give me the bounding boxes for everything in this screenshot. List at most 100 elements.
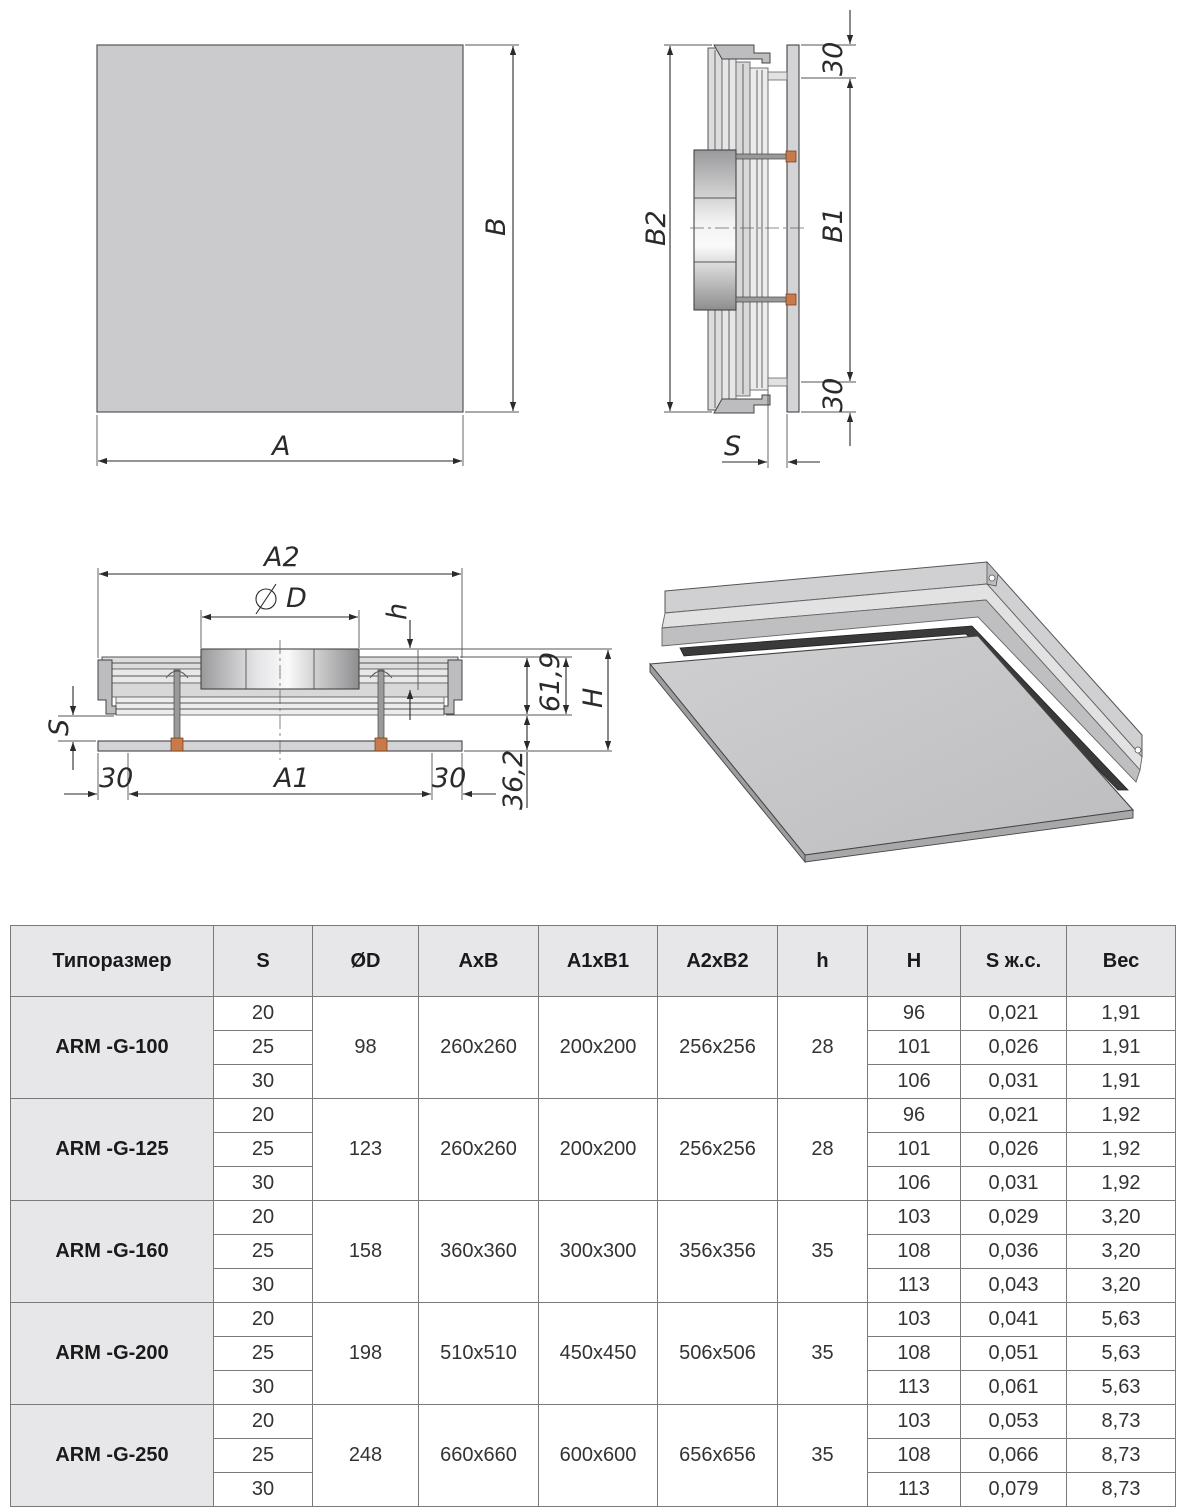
- weight-cell: 8,73: [1066, 1472, 1176, 1507]
- table-row: ARM -G-100 20 98 260x260 200x200 256x256…: [10, 996, 1176, 1099]
- dim-label-d: D: [286, 583, 307, 614]
- a1xb1-cell: 200x200: [538, 1098, 658, 1201]
- s-cell: 20: [213, 1200, 313, 1235]
- free-area-cell: 0,061: [960, 1370, 1067, 1405]
- h-large-cell: 96: [867, 1098, 961, 1133]
- s-cell: 25: [213, 1438, 313, 1473]
- diameter-cell: 158: [312, 1200, 419, 1303]
- s-cell: 30: [213, 1064, 313, 1099]
- table-row: 25 108 0,036 3,20: [11, 1234, 1176, 1269]
- s-cell: 25: [213, 1132, 313, 1167]
- table-row: ARM -G-125 20 123 260x260 200x200 256x25…: [10, 1098, 1176, 1201]
- header-s: S: [213, 925, 313, 997]
- h-large-cell: 108: [867, 1336, 961, 1371]
- spec-table: Типоразмер S ØD AxB A1xB1 A2xB2 h H S ж.…: [10, 925, 1176, 1507]
- h-large-cell: 108: [867, 1438, 961, 1473]
- header-weight: Вес: [1066, 925, 1176, 997]
- h-large-cell: 103: [867, 1404, 961, 1439]
- dim-label-a: A: [270, 431, 290, 462]
- weight-cell: 1,92: [1066, 1132, 1176, 1167]
- weight-cell: 1,91: [1066, 996, 1176, 1031]
- h-large-cell: 113: [867, 1370, 961, 1405]
- technical-drawing: A B B2: [44, 10, 1143, 864]
- free-area-cell: 0,021: [960, 1098, 1067, 1133]
- dim-label-s-side: S: [724, 431, 741, 462]
- h-small-cell: 35: [777, 1200, 868, 1303]
- s-cell: 25: [213, 1234, 313, 1269]
- table-row: 25 108 0,066 8,73: [11, 1438, 1176, 1473]
- dim-label-b2: B2: [641, 210, 672, 246]
- weight-cell: 8,73: [1066, 1404, 1176, 1439]
- weight-cell: 3,20: [1066, 1200, 1176, 1235]
- front-view: A B: [96, 44, 519, 466]
- dim-label-61-9: 61,9: [535, 652, 566, 712]
- h-large-cell: 113: [867, 1472, 961, 1507]
- dim-label-top-30: 30: [818, 42, 849, 76]
- free-area-cell: 0,053: [960, 1404, 1067, 1439]
- table-row: 25 101 0,026 1,91: [11, 1030, 1176, 1065]
- free-area-cell: 0,066: [960, 1438, 1067, 1473]
- side-view: B2 30 B1 30 S: [641, 10, 856, 468]
- h-large-cell: 108: [867, 1234, 961, 1269]
- model-cell: ARM -G-100: [10, 996, 214, 1099]
- axb-cell: 360x360: [418, 1200, 539, 1303]
- s-cell: 30: [213, 1472, 313, 1507]
- a2xb2-cell: 256x256: [657, 996, 778, 1099]
- axb-cell: 660x660: [418, 1404, 539, 1507]
- table-row: ARM -G-200 20 198 510x510 450x450 506x50…: [10, 1302, 1176, 1405]
- table-row: 30 106 0,031 1,92: [11, 1166, 1176, 1201]
- h-large-cell: 96: [867, 996, 961, 1031]
- s-cell: 20: [213, 1098, 313, 1133]
- isometric-view: [648, 560, 1143, 864]
- table-row: 30 113 0,061 5,63: [11, 1370, 1176, 1405]
- dim-label-left-30: 30: [99, 763, 133, 794]
- weight-cell: 5,63: [1066, 1370, 1176, 1405]
- h-small-cell: 28: [777, 996, 868, 1099]
- h-large-cell: 106: [867, 1064, 961, 1099]
- weight-cell: 1,91: [1066, 1030, 1176, 1065]
- header-axb: AxB: [418, 925, 539, 997]
- table-row: ARM -G-250 20 248 660x660 600x600 656x65…: [10, 1404, 1176, 1507]
- a1xb1-cell: 450x450: [538, 1302, 658, 1405]
- header-diameter: ØD: [312, 925, 419, 997]
- table-row: 30 113 0,043 3,20: [11, 1268, 1176, 1303]
- model-cell: ARM -G-125: [10, 1098, 214, 1201]
- model-cell: ARM -G-250: [10, 1404, 214, 1507]
- h-large-cell: 103: [867, 1302, 961, 1337]
- s-cell: 30: [213, 1166, 313, 1201]
- weight-cell: 5,63: [1066, 1302, 1176, 1337]
- dim-label-36-2: 36,2: [498, 750, 529, 810]
- axb-cell: 260x260: [418, 1098, 539, 1201]
- s-cell: 20: [213, 1302, 313, 1337]
- a1xb1-cell: 200x200: [538, 996, 658, 1099]
- a2xb2-cell: 506x506: [657, 1302, 778, 1405]
- a2xb2-cell: 256x256: [657, 1098, 778, 1201]
- free-area-cell: 0,031: [960, 1064, 1067, 1099]
- header-size: Типоразмер: [10, 925, 214, 997]
- weight-cell: 3,20: [1066, 1234, 1176, 1269]
- header-a1xb1: A1xB1: [538, 925, 658, 997]
- h-small-cell: 35: [777, 1404, 868, 1507]
- diameter-cell: 248: [312, 1404, 419, 1507]
- table-header-row: Типоразмер S ØD AxB A1xB1 A2xB2 h H S ж.…: [10, 925, 1176, 997]
- section-view: A2 D h 61,9 H 36,2 S: [44, 542, 612, 810]
- free-area-cell: 0,036: [960, 1234, 1067, 1269]
- s-cell: 25: [213, 1336, 313, 1371]
- a1xb1-cell: 300x300: [538, 1200, 658, 1303]
- h-large-cell: 106: [867, 1166, 961, 1201]
- table-row: 25 101 0,026 1,92: [11, 1132, 1176, 1167]
- h-small-cell: 35: [777, 1302, 868, 1405]
- table-row: ARM -G-160 20 158 360x360 300x300 356x35…: [10, 1200, 1176, 1303]
- s-cell: 30: [213, 1268, 313, 1303]
- weight-cell: 8,73: [1066, 1438, 1176, 1473]
- axb-cell: 510x510: [418, 1302, 539, 1405]
- weight-cell: 1,92: [1066, 1166, 1176, 1201]
- h-large-cell: 103: [867, 1200, 961, 1235]
- dim-label-bottom-30: 30: [818, 378, 849, 412]
- s-cell: 20: [213, 996, 313, 1031]
- free-area-cell: 0,029: [960, 1200, 1067, 1235]
- free-area-cell: 0,026: [960, 1030, 1067, 1065]
- header-a2xb2: A2xB2: [657, 925, 778, 997]
- diameter-cell: 98: [312, 996, 419, 1099]
- free-area-cell: 0,026: [960, 1132, 1067, 1167]
